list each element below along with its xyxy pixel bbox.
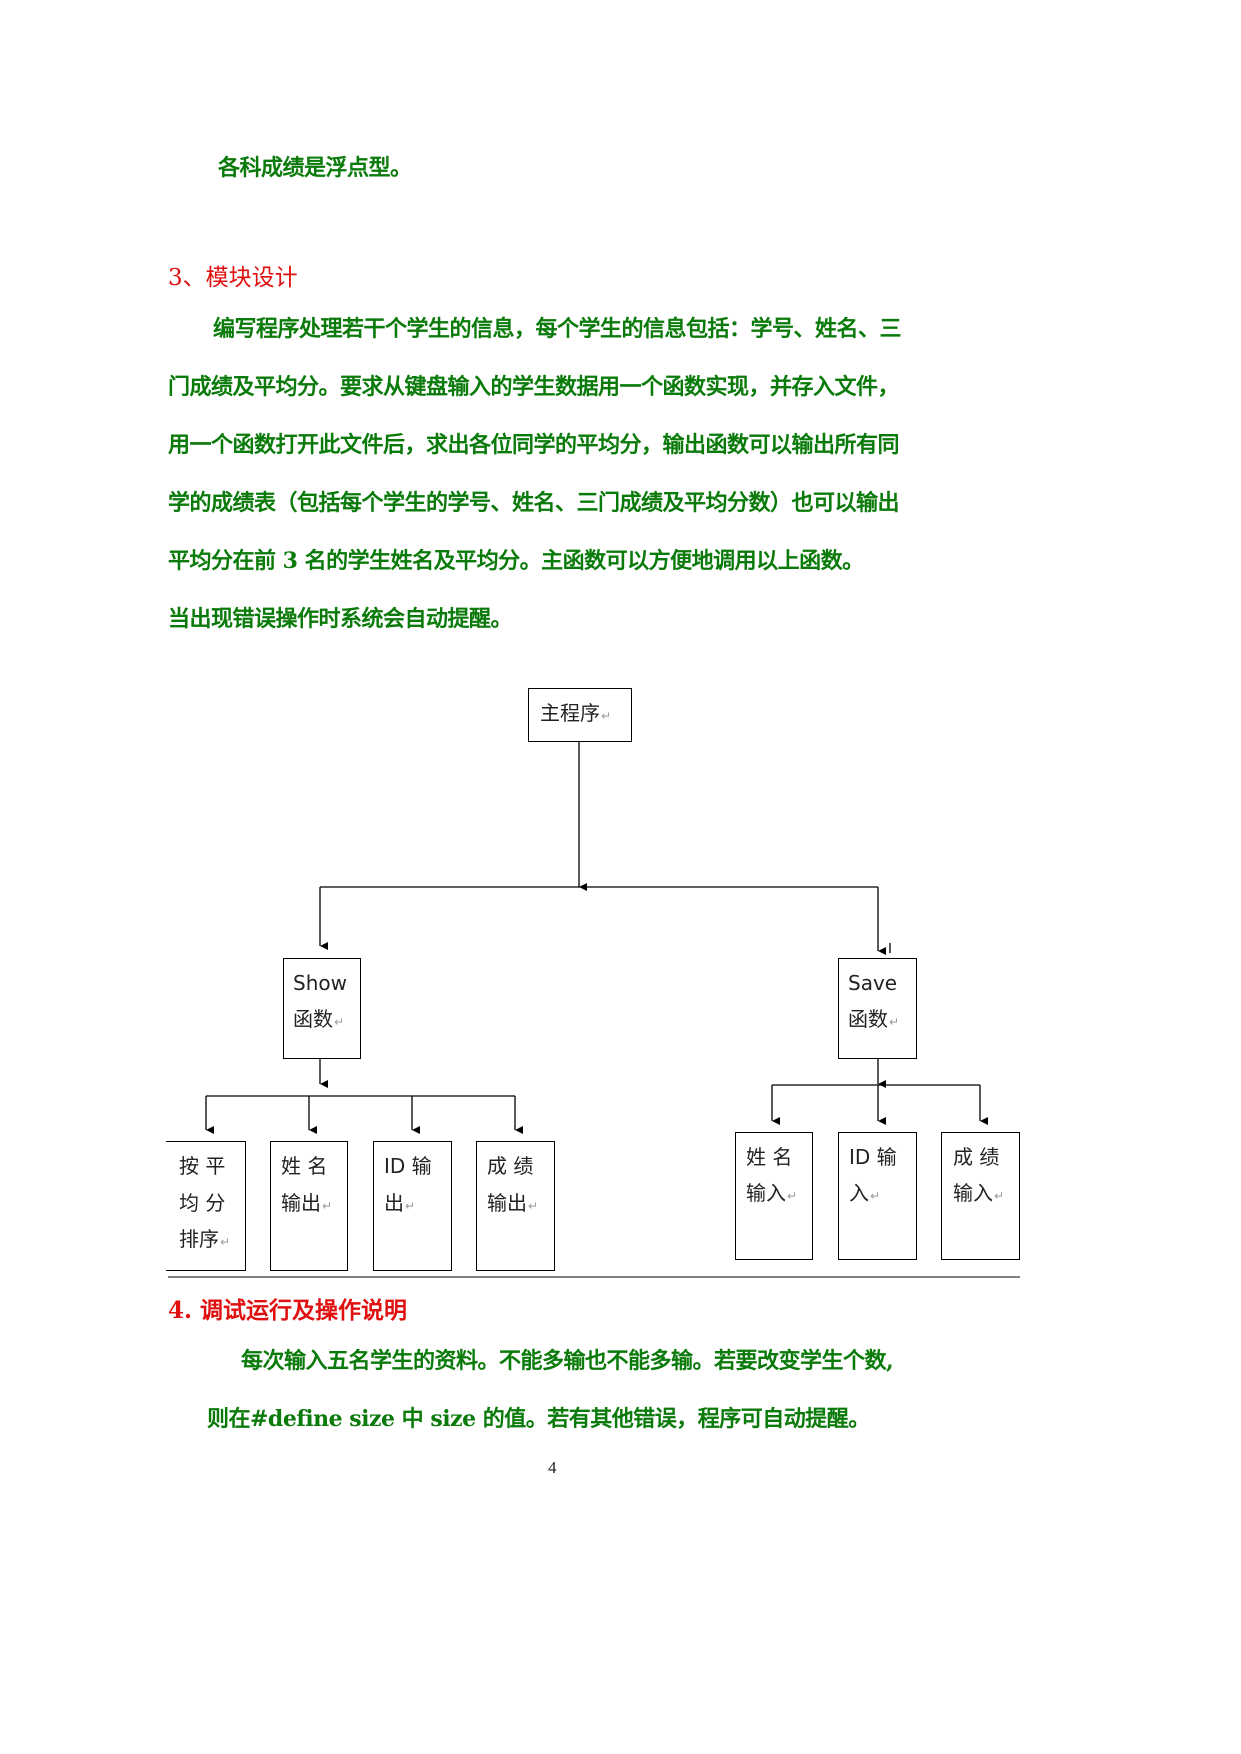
box-text-line: 按 平: [179, 1154, 226, 1178]
return-mark: ↵: [787, 1189, 798, 1203]
box-text-line: 成 绩: [953, 1145, 1000, 1169]
return-mark: ↵: [334, 1015, 345, 1029]
return-mark: ↵: [994, 1189, 1005, 1203]
return-mark: ↵: [870, 1189, 881, 1203]
box-text-line: 出: [384, 1191, 404, 1215]
box-text-line: 姓 名: [281, 1154, 328, 1178]
box-text-line: ID 输: [849, 1145, 897, 1169]
return-mark: ↵: [889, 1015, 900, 1029]
return-mark: ↵: [528, 1199, 539, 1213]
score-input-box: 成 绩 输入↵: [941, 1132, 1020, 1260]
show-function-box: Show 函数↵: [283, 958, 361, 1059]
section-3-line: 编写程序处理若干个学生的信息，每个学生的信息包括：学号、姓名、三: [213, 316, 902, 342]
section-3-line: 门成绩及平均分。要求从键盘输入的学生数据用一个函数实现，并存入文件，: [168, 374, 900, 400]
section-3-line: 学的成绩表（包括每个学生的学号、姓名、三门成绩及平均分数）也可以输出: [168, 490, 900, 516]
box-text-line: 均 分: [179, 1191, 226, 1215]
section-4-heading: 4. 调试运行及操作说明: [168, 1297, 408, 1324]
box-text-line: 输出: [487, 1191, 527, 1215]
box-text-line: ID 输: [384, 1154, 432, 1178]
box-text-line: 姓 名: [746, 1145, 793, 1169]
main-program-label: 主程序: [540, 701, 600, 725]
box-text-line: 输入: [953, 1181, 993, 1205]
section-3-line: 当出现错误操作时系统会自动提醒。: [168, 606, 513, 632]
box-text-line: 成 绩: [487, 1154, 534, 1178]
section-4-line: 每次输入五名学生的资料。不能多输也不能多输。若要改变学生个数,: [241, 1348, 894, 1374]
box-text-line: 入: [849, 1181, 869, 1205]
section-3-heading: 3、模块设计: [168, 265, 298, 291]
return-mark: ↵: [405, 1199, 416, 1213]
box-text-line: 输入: [746, 1181, 786, 1205]
show-function-suffix: 函数: [293, 1007, 333, 1031]
score-output-box: 成 绩 输出↵: [476, 1141, 555, 1271]
section-3-line: 用一个函数打开此文件后，求出各位同学的平均分，输出函数可以输出所有同: [168, 432, 900, 458]
show-function-name: Show: [293, 971, 347, 995]
page-number: 4: [548, 1458, 557, 1477]
box-text-line: 排序: [179, 1227, 219, 1251]
sort-by-average-box: 按 平 均 分 排序↵: [166, 1141, 246, 1271]
name-output-box: 姓 名 输出↵: [270, 1141, 348, 1271]
return-mark: ↵: [601, 709, 612, 723]
save-function-box: Save 函数↵: [838, 958, 917, 1059]
return-mark: ↵: [322, 1199, 333, 1213]
save-function-suffix: 函数: [848, 1007, 888, 1031]
name-input-box: 姓 名 输入↵: [735, 1132, 813, 1260]
section-3-line: 平均分在前 3 名的学生姓名及平均分。主函数可以方便地调用以上函数。: [168, 548, 864, 574]
main-program-box: 主程序↵: [528, 688, 632, 742]
section-4-line: 则在#define size 中 size 的值。若有其他错误，程序可自动提醒。: [207, 1406, 870, 1432]
id-input-box: ID 输 入↵: [838, 1132, 917, 1260]
save-function-name: Save: [848, 971, 898, 995]
return-mark: ↵: [220, 1235, 231, 1249]
box-text-line: 输出: [281, 1191, 321, 1215]
paragraph-float-note: 各科成绩是浮点型。: [218, 155, 412, 181]
id-output-box: ID 输 出↵: [373, 1141, 452, 1271]
